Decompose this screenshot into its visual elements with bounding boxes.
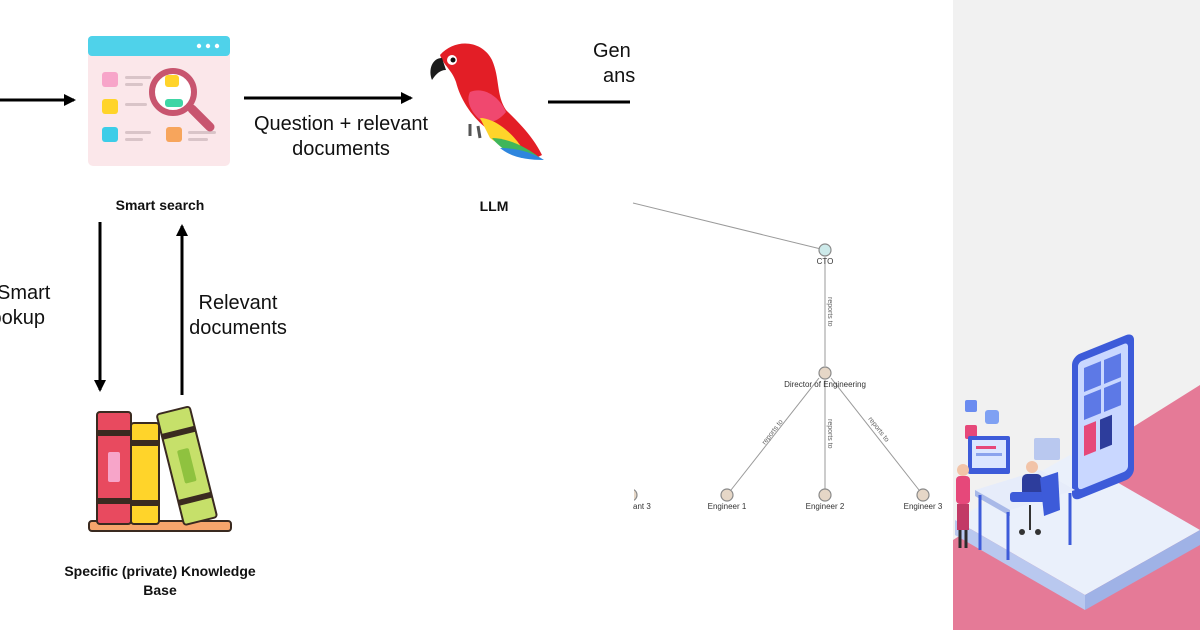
smart-lookup-label-line2: lookup xyxy=(0,307,45,329)
engineer-3-label: Engineer 3 xyxy=(903,502,943,511)
org-chart: reports to reports to reports to reports… xyxy=(624,202,930,502)
question-documents-label-line1: Question + relevant xyxy=(254,113,428,135)
knowledge-base-label-line2: Base xyxy=(143,582,177,598)
edge-director-eng3 xyxy=(830,377,920,491)
node-cto[interactable] xyxy=(818,243,832,257)
node-director[interactable] xyxy=(818,366,832,380)
cto-label: CTO xyxy=(816,257,834,266)
smart-search-icon xyxy=(88,36,230,166)
relevant-documents-label-line2: documents xyxy=(189,317,287,339)
edge-label-cto-director: reports to xyxy=(826,297,833,327)
node-engineer-2[interactable] xyxy=(818,488,832,502)
smart-search-node-label: Smart search xyxy=(115,197,205,213)
generated-answer-label-line2: ans xyxy=(603,65,636,87)
edge-director-eng1 xyxy=(730,377,820,491)
director-label: Director of Engineering xyxy=(784,380,866,389)
node-engineer-3[interactable] xyxy=(916,488,930,502)
developer-workspace-illustration xyxy=(955,334,1200,610)
engineer-1-label: Engineer 1 xyxy=(707,502,747,511)
smart-lookup-label-line1: Smart xyxy=(0,282,51,304)
parrot-icon xyxy=(430,43,544,160)
engineer-2-label: Engineer 2 xyxy=(805,502,845,511)
edge-label-eng2: reports to xyxy=(826,419,833,449)
question-documents-label-line2: documents xyxy=(292,138,390,160)
knowledge-base-label-line1: Specific (private) Knowledge xyxy=(64,563,256,579)
image-seam xyxy=(630,0,634,200)
edge-to-cto xyxy=(632,202,826,251)
image-seam-lower xyxy=(623,485,634,515)
edge-label-eng3: reports to xyxy=(866,416,890,444)
partial-left-label: ant 3 xyxy=(633,502,651,511)
books-icon xyxy=(88,405,232,532)
edge-label-eng1: reports to xyxy=(761,419,785,447)
generated-answer-label-line1: Gen xyxy=(593,40,631,62)
llm-node-label: LLM xyxy=(479,198,509,214)
relevant-documents-label-line1: Relevant xyxy=(198,292,278,314)
node-engineer-1[interactable] xyxy=(720,488,734,502)
